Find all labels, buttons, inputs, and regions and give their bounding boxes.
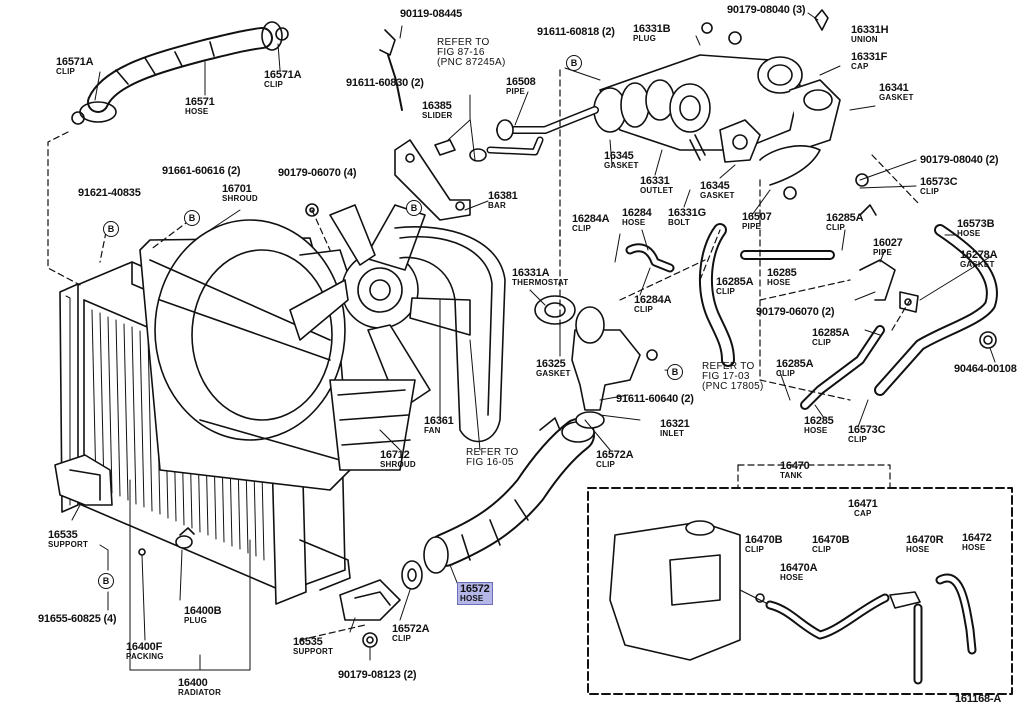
leader-lines [71, 12, 996, 671]
bar-16381-drawing [379, 29, 471, 221]
b-marker: B [98, 573, 114, 589]
label-90464-00108: 90464-00108 [954, 363, 1017, 375]
label-90179-08123: 90179-08123 (2) [338, 669, 417, 681]
label-90179-08040-2: 90179-08040 (2) [920, 154, 999, 166]
right-hoses-drawing [625, 224, 998, 410]
supports-drawing [54, 454, 401, 621]
b-marker: B [406, 200, 422, 216]
label-91621-40835: 91621-40835 [78, 187, 141, 199]
tank-drawing [609, 520, 977, 685]
dashed-lines [47, 69, 921, 641]
b-marker: B [566, 55, 582, 71]
label-91655-60825: 91655-60825 (4) [38, 613, 117, 625]
b-marker: B [184, 210, 200, 226]
label-91611-60818: 91611-60818 (2) [537, 26, 615, 38]
b-marker: B [667, 364, 683, 380]
label-90119-08445: 90119-08445 [400, 8, 463, 20]
label-91611-60830: 91611-60830 (2) [346, 77, 424, 89]
diagram-id: 161168-A [955, 693, 1002, 705]
pipe-16507-drawing [698, 223, 735, 367]
label-91661-60616: 91661-60616 (2) [162, 165, 241, 177]
label-90179-08040-3: 90179-08040 (3) [727, 4, 806, 16]
label-90179-06070-4: 90179-06070 (4) [278, 167, 357, 179]
fasteners-drawing [138, 9, 877, 648]
label-91611-60640: 91611-60640 (2) [616, 393, 694, 405]
inlet-drawing [534, 295, 658, 429]
belt-drawing [329, 226, 506, 471]
hose-16571-drawing [71, 21, 289, 125]
tank-group-box [587, 487, 1013, 695]
outlet-drawing [469, 54, 841, 186]
shroud-drawing [139, 219, 351, 491]
b-marker: B [103, 221, 119, 237]
label-90179-06070-2: 90179-06070 (2) [756, 306, 835, 318]
hose-16572-drawing [401, 418, 595, 590]
